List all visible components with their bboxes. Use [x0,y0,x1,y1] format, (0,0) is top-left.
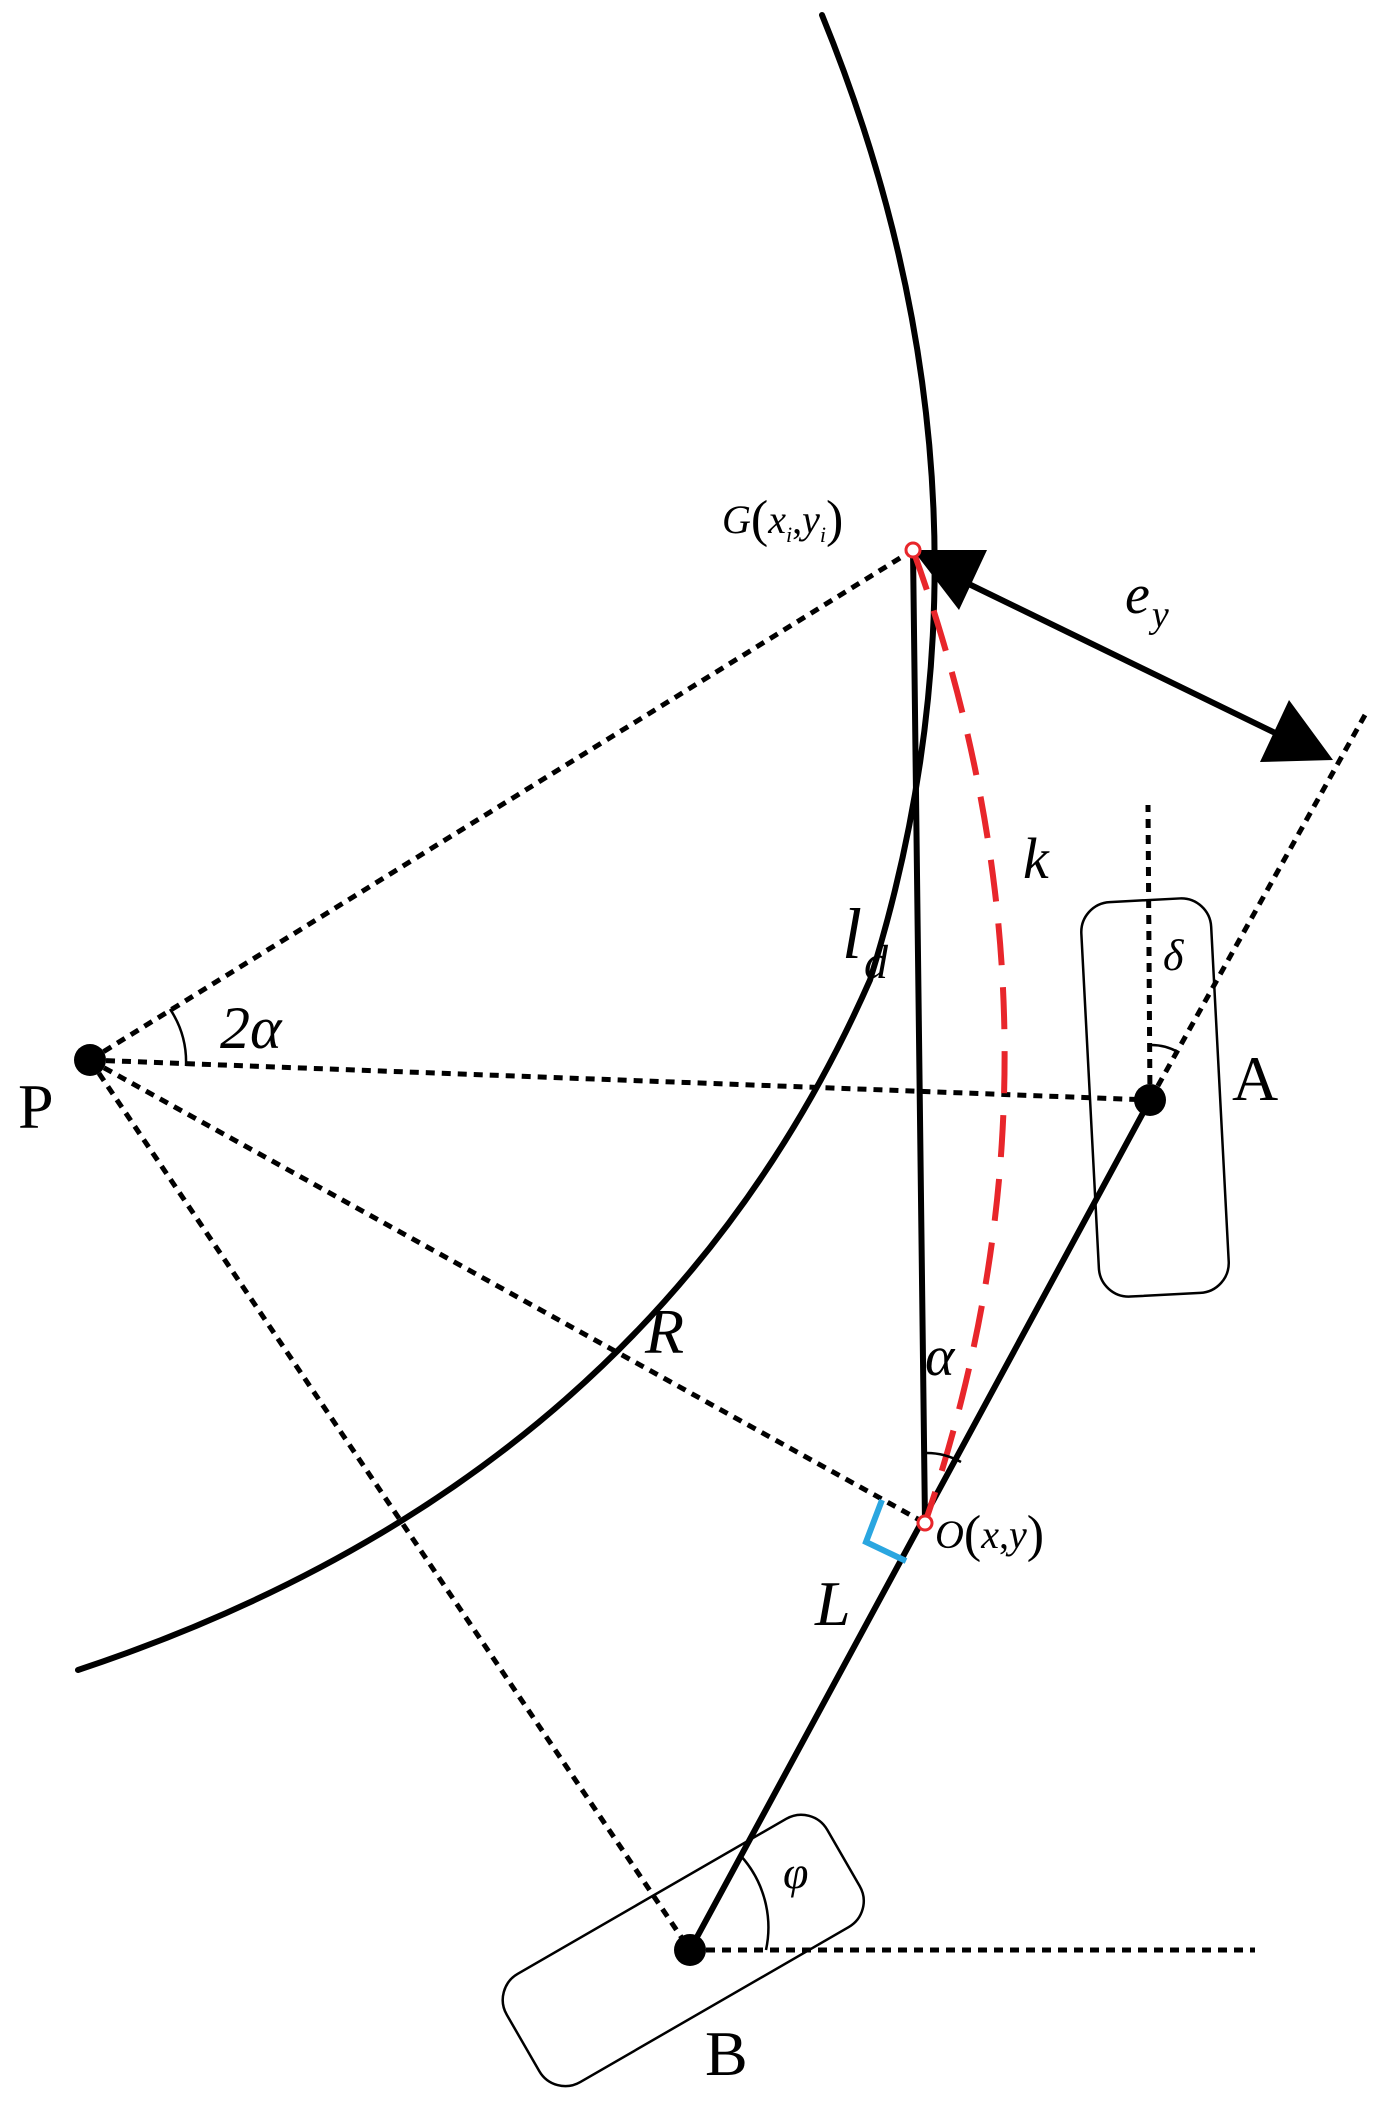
label-delta: δ [1163,931,1185,980]
label-O-open-paren: ( [964,1506,981,1563]
right-angle-marker [862,1498,908,1564]
label-G-x-sub: i [786,522,792,547]
label-B: B [705,2018,748,2089]
label-A: A [1232,1043,1278,1114]
label-phi: φ [783,1847,808,1898]
label-alpha: α [925,1326,956,1388]
label-ld-sub: d [864,936,889,989]
label-ey-sub: y [1148,594,1169,636]
arc-k [910,548,1008,1524]
line-P-A [89,1057,1151,1103]
ey-arrow-shaft [938,567,1302,748]
point-O [916,1514,934,1532]
label-R: R [644,1296,684,1367]
label-G-y-sub: i [820,522,826,547]
label-2alpha: 2α [220,995,283,1061]
label-G-x: x [767,497,786,542]
ey-arrowhead-start [913,550,987,610]
label-O-comma: , [999,1512,1009,1557]
point-A [1134,1084,1166,1116]
reference-path-curve [75,12,938,1673]
line-A-heading [1145,804,1153,1101]
label-G-open-paren: ( [751,491,768,548]
label-L: L [814,1568,851,1639]
line-P-G [88,547,915,1063]
label-O-close-paren: ) [1027,1506,1044,1563]
angle-arc-2alpha [168,1008,188,1067]
point-G [904,541,922,559]
angle-arc-phi [740,1855,770,1951]
line-P-B [87,1058,693,1952]
point-B [674,1934,706,1966]
label-O: O(x,y) [935,1506,1044,1563]
label-G-close-paren: ) [826,491,843,548]
point-P [74,1044,106,1076]
line-P-O [88,1057,927,1526]
lookahead-line [910,547,928,1526]
angle-arc-alpha [923,1451,962,1464]
label-ey-main: e [1125,564,1150,626]
label-ey: ey [1125,564,1169,636]
angle-arc-delta [1148,1043,1179,1054]
label-P: P [18,1071,54,1142]
front-wheel-A [1080,897,1230,1298]
ey-arrowhead-end [1260,700,1333,762]
label-O-y: y [1005,1512,1027,1557]
label-G-comma: , [792,497,802,542]
rear-wheel-B [501,1813,865,2088]
label-G-letter: G [722,497,751,542]
label-ld: ld [842,894,889,989]
label-O-x: x [980,1512,999,1557]
label-ld-main: l [842,894,862,974]
label-O-letter: O [935,1512,964,1557]
label-k: k [1023,826,1050,891]
label-G: G(xi,yi) [722,491,843,548]
label-G-y: y [798,497,820,542]
